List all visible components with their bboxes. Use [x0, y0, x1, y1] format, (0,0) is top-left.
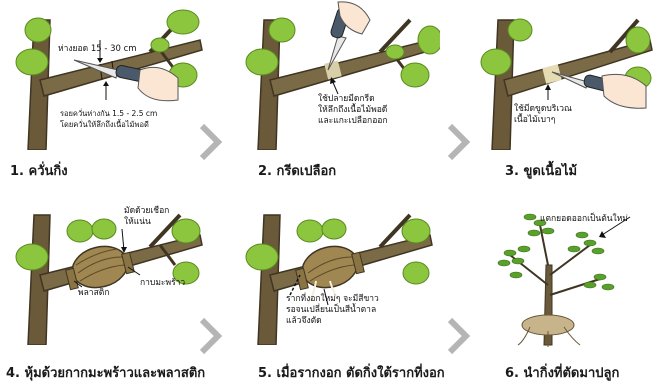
step-5-note: รากที่งอกใหม่ๆ จะมีสีขาว รอจนเปลี่ยนเป็น…: [286, 294, 379, 326]
step-1-note-girdle: รอยควั่นห่างกัน 1.5 - 2.5 cm โดยควั่นให้…: [60, 109, 158, 129]
step-6-illustration: [497, 213, 631, 347]
step-4-note-tie: มัดด้วยเชือก ให้แน่น: [124, 206, 170, 227]
step-4-caption: 4. หุ้มด้วยกากมะพร้าวและพลาสติก: [6, 366, 206, 381]
step-1-note-distance: ห่างยอด 15 - 30 cm: [58, 44, 137, 54]
step-3-illustration: [480, 18, 653, 150]
step-3-note: ใช้มีดขูดบริเวณ เนื้อไม้เบาๆ: [514, 104, 572, 125]
next-step-arrow-icon: [199, 317, 222, 355]
next-step-arrow-icon: [199, 123, 222, 161]
step-5-caption: 5. เมื่อรากงอก ตัดกิ่งใต้รากที่งอก: [258, 366, 445, 381]
next-step-arrow-icon: [447, 317, 470, 355]
step-6-note: แตกยอดออกเป็นต้นใหม่: [540, 214, 628, 224]
step-5-illustration: [245, 213, 433, 345]
step-2-illustration: [245, 1, 440, 150]
next-step-arrow-icon: [447, 123, 470, 161]
step-2-caption: 2. กรีดเปลือก: [258, 164, 337, 179]
step-6-caption: 6. นำกิ่งที่ตัดมาปลูก: [505, 366, 620, 381]
step-4-illustration: [15, 213, 203, 345]
step-4-note-plastic: พลาสติก: [78, 288, 110, 298]
step-4-note-coir: กาบมะพร้าว: [140, 278, 186, 288]
step-3-caption: 3. ขูดเนื้อไม้: [505, 164, 578, 179]
step-2-note: ใช้ปลายมีดกรีด ให้ลึกถึงเนื้อไม้พอดี และ…: [318, 94, 388, 126]
step-1-caption: 1. ควั่นกิ่ง: [10, 164, 68, 179]
step-1-illustration: [15, 9, 203, 150]
